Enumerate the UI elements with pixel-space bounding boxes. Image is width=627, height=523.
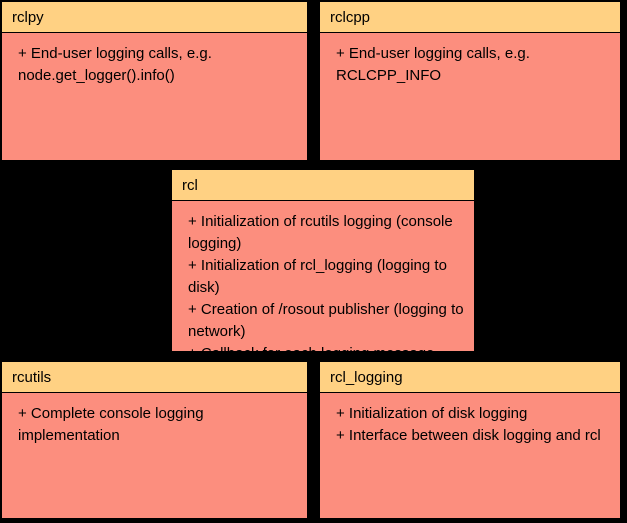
package-box-rclcpp: rclcpp + End-user logging calls, e.g. RC…	[320, 2, 620, 160]
package-box-rclpy: rclpy + End-user logging calls, e.g. nod…	[2, 2, 307, 160]
package-line: + Creation of /rosout publisher (logging…	[188, 301, 464, 340]
package-title-rcutils: rcutils	[2, 362, 307, 393]
package-line: + Callback for each logging message	[188, 343, 464, 351]
package-title-rclpy: rclpy	[2, 2, 307, 33]
package-line: + End-user logging calls, e.g. node.get_…	[18, 45, 212, 84]
package-box-rcutils: rcutils + Complete console logging imple…	[2, 362, 307, 518]
package-body-rclcpp: + End-user logging calls, e.g. RCLCPP_IN…	[320, 33, 620, 160]
package-body-rcl-logging: + Initialization of disk logging + Inter…	[320, 393, 620, 518]
package-box-rcl-logging: rcl_logging + Initialization of disk log…	[320, 362, 620, 518]
package-line: + End-user logging calls, e.g. RCLCPP_IN…	[336, 45, 530, 84]
package-line: + Interface between disk logging and rcl	[336, 427, 601, 444]
package-body-rclpy: + End-user logging calls, e.g. node.get_…	[2, 33, 307, 160]
package-body-rcutils: + Complete console logging implementatio…	[2, 393, 307, 518]
package-body-rcl: + Initialization of rcutils logging (con…	[172, 201, 474, 351]
package-title-rcl: rcl	[172, 170, 474, 201]
package-box-rcl: rcl + Initialization of rcutils logging …	[172, 170, 474, 351]
package-title-rclcpp: rclcpp	[320, 2, 620, 33]
package-line: + Complete console logging implementatio…	[18, 405, 204, 444]
package-line: + Initialization of rcutils logging (con…	[188, 213, 453, 252]
package-line: + Initialization of rcl_logging (logging…	[188, 257, 447, 296]
package-line: + Initialization of disk logging	[336, 405, 528, 422]
package-title-rcl-logging: rcl_logging	[320, 362, 620, 393]
